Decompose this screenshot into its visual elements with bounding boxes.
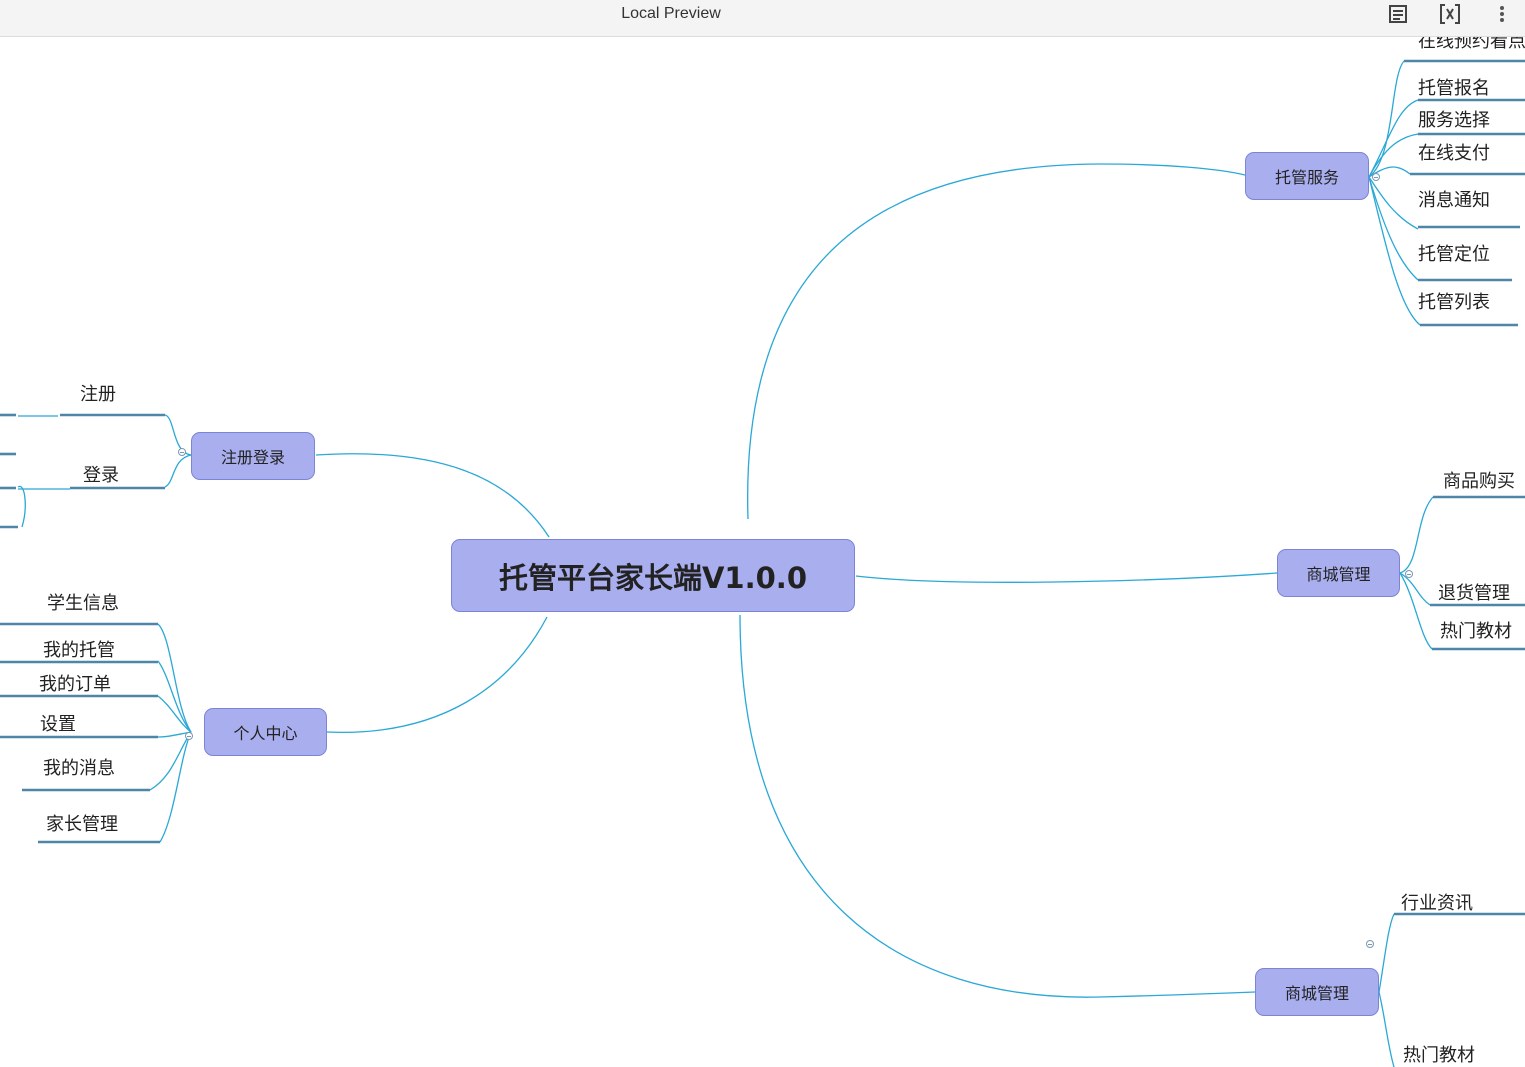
window-title: Local Preview: [621, 5, 721, 22]
branch-node-shangcheng2[interactable]: 商城管理: [1255, 968, 1379, 1016]
leaf-node[interactable]: 我的消息: [43, 758, 115, 779]
leaf-node[interactable]: 行业资讯: [1401, 893, 1473, 914]
connector-root-tuoguan: [747, 163, 1246, 520]
leaf-node[interactable]: 家长管理: [46, 814, 118, 835]
document-icon[interactable]: [1386, 3, 1410, 25]
formula-icon[interactable]: [1438, 3, 1462, 25]
leaf-node[interactable]: 托管报名: [1418, 78, 1490, 99]
collapse-toggle-icon[interactable]: [185, 732, 193, 740]
mindmap-canvas: 托管平台家长端V1.0.0 托管服务 商城管理 商城管理 注册登录 个人中心 在…: [0, 37, 1525, 1067]
leaf-node[interactable]: 学生信息: [47, 593, 119, 614]
more-vertical-icon[interactable]: [1490, 3, 1514, 25]
branch-node-tuoguan[interactable]: 托管服务: [1245, 152, 1369, 200]
leaf-node[interactable]: 服务选择: [1418, 110, 1490, 131]
root-node[interactable]: 托管平台家长端V1.0.0: [451, 539, 855, 612]
leaf-node[interactable]: 热门教材: [1403, 1045, 1475, 1066]
leaf-node[interactable]: 在线支付: [1418, 143, 1490, 164]
connector-root-shangcheng2: [739, 614, 1256, 998]
leaf-node[interactable]: 商品购买: [1443, 471, 1515, 492]
leaf-node[interactable]: 热门教材: [1440, 621, 1512, 642]
collapse-toggle-icon[interactable]: [1372, 173, 1380, 181]
collapse-toggle-icon[interactable]: [1405, 570, 1413, 578]
branch-node-geren[interactable]: 个人中心: [204, 708, 327, 756]
leaf-node[interactable]: 我的托管: [43, 640, 115, 661]
branch-node-zhuce[interactable]: 注册登录: [191, 432, 315, 480]
leaf-node[interactable]: 在线预约看点: [1418, 37, 1525, 52]
connector-root-zhuce: [315, 453, 550, 538]
connector-root-geren: [326, 616, 548, 733]
connector-root-shangcheng: [855, 572, 1278, 583]
leaf-node[interactable]: 退货管理: [1438, 583, 1510, 604]
leaf-node[interactable]: 设置: [40, 714, 76, 735]
collapse-toggle-icon[interactable]: [1366, 940, 1374, 948]
leaf-node[interactable]: 托管定位: [1418, 244, 1490, 265]
window-titlebar: Local Preview: [0, 0, 1525, 37]
leaf-node[interactable]: 消息通知: [1418, 190, 1490, 211]
leaf-node[interactable]: 我的订单: [39, 674, 111, 695]
leaf-node[interactable]: 托管列表: [1418, 292, 1490, 313]
branch-node-shangcheng[interactable]: 商城管理: [1277, 549, 1400, 597]
leaf-node[interactable]: 注册: [80, 384, 116, 405]
collapse-toggle-icon[interactable]: [178, 448, 186, 456]
leaf-node[interactable]: 登录: [83, 465, 119, 486]
